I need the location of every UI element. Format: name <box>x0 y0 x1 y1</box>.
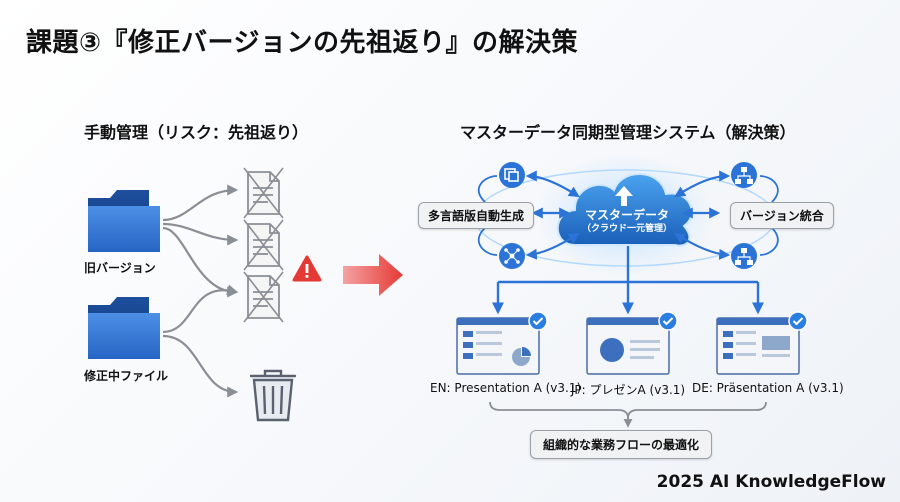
output-window-de <box>716 317 800 375</box>
cloud-subtitle: （クラウド一元管理） <box>581 224 672 234</box>
output-label-jp: JP: プレゼンA (v3.1) <box>570 383 686 397</box>
footer-brand: 2025 AI KnowledgeFlow <box>656 472 886 492</box>
result-node: 組織的な業務フローの最適化 <box>530 430 713 459</box>
output-label-en: EN: Presentation A (v3.1) <box>430 381 582 395</box>
cloud-label: マスターデータ （クラウド一元管理） <box>568 208 686 236</box>
result-bracket <box>489 401 767 428</box>
distribution-arrows <box>492 246 764 315</box>
warning-icon <box>292 255 322 282</box>
cloud-title: マスターデータ <box>584 208 669 222</box>
auto-multilingual-node: 多言語版自動生成 <box>418 202 535 229</box>
master-data-cloud-icon <box>556 173 693 247</box>
output-window-en <box>456 317 540 375</box>
check-badge-icon <box>528 311 548 331</box>
hierarchy-icon <box>731 243 757 269</box>
output-window-jp <box>586 317 670 375</box>
left-section-title: 手動管理（リスク：先祖返り） <box>84 123 309 142</box>
page-title: 課題③『修正バージョンの先祖返り』の解決策 <box>26 28 578 58</box>
old-version-label: 旧バージョン <box>84 261 156 275</box>
output-label-de: DE: Präsentation A (v3.1) <box>692 381 844 395</box>
editing-file-label: 修正中ファイル <box>84 369 169 383</box>
check-badge-icon <box>658 311 678 331</box>
crossed-document-icon <box>243 271 284 323</box>
device-sync-icon <box>499 162 525 188</box>
crossed-document-icon <box>243 219 284 271</box>
crossed-document-icon <box>243 167 284 219</box>
check-badge-icon <box>788 311 808 331</box>
manual-branch-arrows <box>162 184 239 398</box>
old-version-folder-icon <box>88 190 160 252</box>
transition-arrow-icon <box>343 254 403 296</box>
sync-arrows <box>477 170 779 260</box>
editing-file-folder-icon <box>88 297 160 359</box>
version-integration-node: バージョン統合 <box>730 202 834 229</box>
trash-icon <box>249 369 297 422</box>
right-section-title: マスターデータ同期型管理システム（解決策） <box>460 123 796 142</box>
network-node-icon <box>499 243 525 269</box>
hierarchy-icon <box>731 162 757 188</box>
